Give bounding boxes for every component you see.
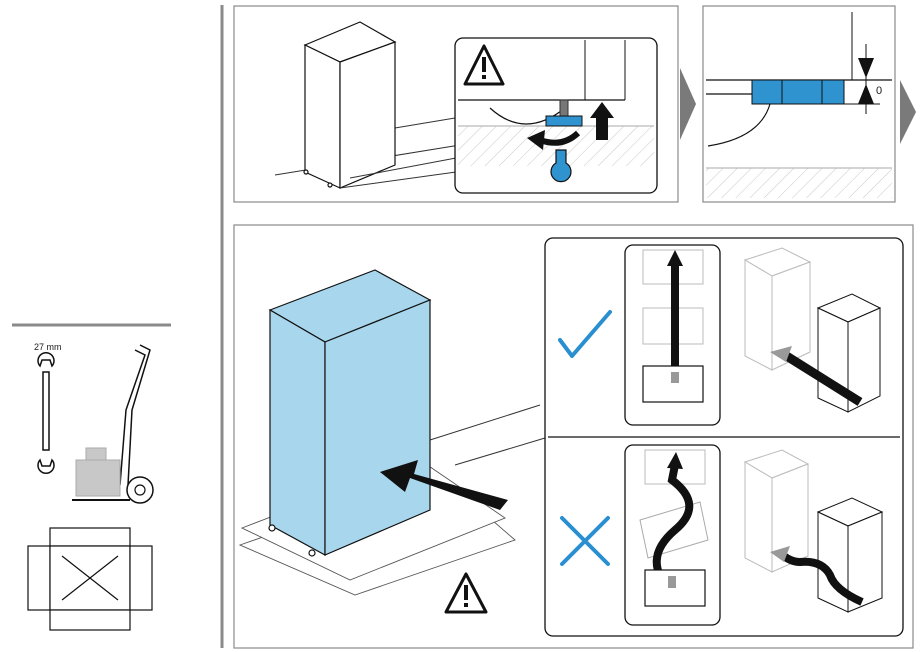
wrench-icon <box>37 351 55 475</box>
step2-panel: 0 <box>702 5 896 203</box>
step3-panel <box>233 224 914 649</box>
packaging-icon <box>27 527 153 631</box>
right-vs-wrong-inset <box>544 237 904 637</box>
forward-arrow-icon <box>680 68 696 140</box>
wrench-size-label: 27 mm <box>34 342 62 352</box>
warning-icon <box>444 572 488 614</box>
tools-panel: 27 mm <box>12 323 171 631</box>
leveling-foot-detail <box>454 37 658 194</box>
fridge-3d <box>268 269 432 557</box>
cross-icon <box>560 516 610 566</box>
step1-panel <box>233 5 679 203</box>
wrong-curvy-path <box>624 444 884 626</box>
correct-straight-path <box>624 244 882 426</box>
clearance-value: 0 <box>876 85 882 97</box>
warning-icon <box>463 44 505 86</box>
push-arrow <box>380 460 508 510</box>
hand-truck-icon <box>72 344 154 504</box>
forward-arrow-icon <box>900 80 916 144</box>
check-icon <box>558 310 612 358</box>
fridge-sketch <box>303 21 397 189</box>
